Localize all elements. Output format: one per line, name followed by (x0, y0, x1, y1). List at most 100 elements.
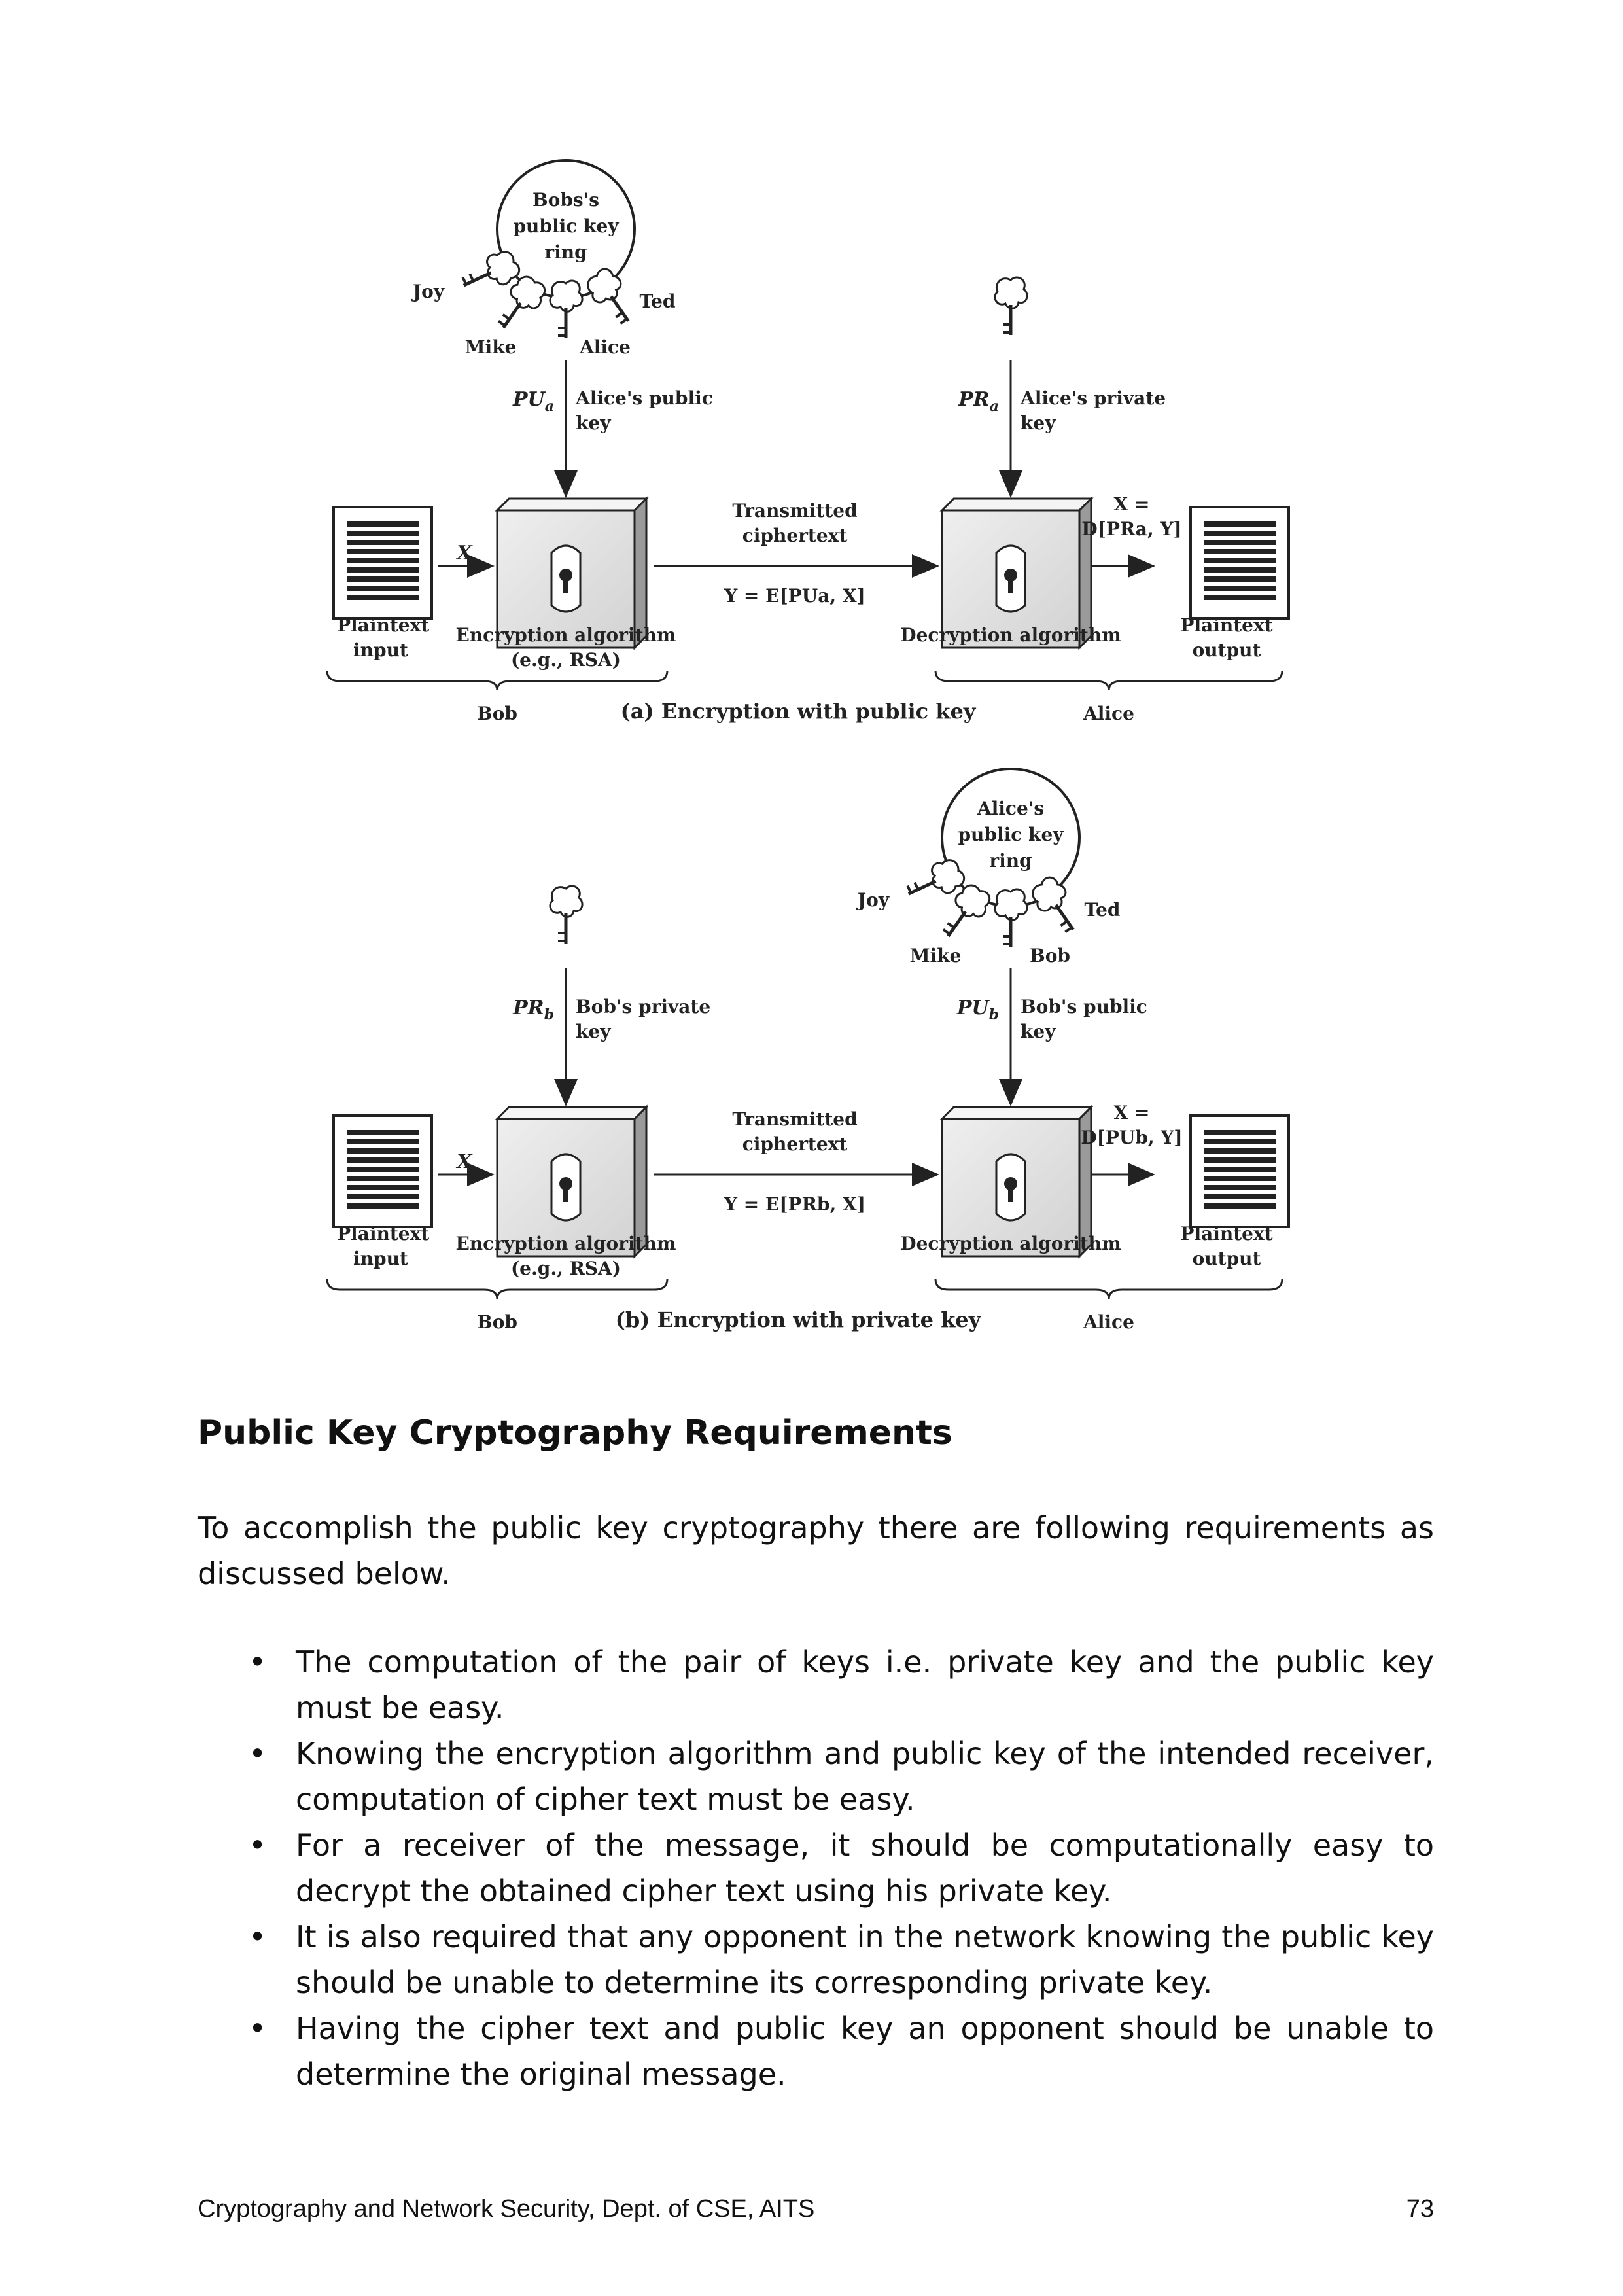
plaintext-output-document-icon (1189, 1114, 1290, 1228)
key-ring-title: Alice's (977, 798, 1044, 819)
key-icon (587, 268, 630, 325)
requirement-text: Having the cipher text and public key an… (296, 2011, 1434, 2092)
encryption-key-symbol: PUa (512, 388, 554, 415)
encryption-key-symbol: PRb (512, 997, 554, 1023)
ring-name-label: Mike (465, 336, 517, 358)
bullet: • (249, 1919, 267, 1954)
requirements-list: • The computation of the pair of keys i.e… (198, 1639, 1434, 2097)
right-party-label: Alice (1083, 703, 1134, 724)
output-formula: D[PRa, Y] (1081, 518, 1181, 540)
panel-caption: (a) Encryption with public key (621, 699, 977, 724)
plaintext-input-label: input (353, 639, 408, 661)
ring-name-label: Ted (639, 291, 675, 312)
transmitted-ciphertext-label: ciphertext (742, 1133, 848, 1155)
key-ring-title: public key (958, 824, 1064, 845)
key-icon (994, 276, 1028, 335)
alice-brace (934, 670, 1283, 691)
ciphertext-formula: Y = E[PUa, X] (724, 585, 865, 607)
encryption-algorithm-label: Encryption algorithm (455, 1233, 676, 1254)
ring-name-label: Mike (910, 945, 962, 966)
encryption-key-label: key (576, 1021, 611, 1042)
ciphertext-formula: Y = E[PRb, X] (724, 1193, 865, 1215)
plaintext-output-label: output (1193, 1248, 1261, 1269)
decryption-algorithm-label: Decryption algorithm (900, 1233, 1121, 1254)
transmitted-ciphertext-label: Transmitted (732, 500, 857, 521)
key-icon (942, 884, 991, 938)
decryption-key-label: key (1021, 412, 1056, 434)
key-icon (549, 885, 584, 944)
input-variable-label: X (455, 1150, 473, 1173)
keyhole-icon (1004, 1177, 1017, 1190)
plaintext-output-label: Plaintext (1180, 1223, 1272, 1245)
footer-course-title: Cryptography and Network Security, Dept.… (198, 2195, 815, 2223)
bullet: • (249, 1736, 267, 1771)
bob-brace (326, 670, 669, 691)
decryption-key-label: Alice's private (1020, 387, 1166, 409)
left-party-label: Bob (477, 1311, 517, 1333)
section-heading: Public Key Cryptography Requirements (198, 1413, 952, 1453)
bullet: • (249, 1828, 267, 1863)
left-party-label: Bob (477, 703, 517, 724)
decryption-key-symbol: PRa (958, 388, 999, 415)
key-ring-title: ring (989, 850, 1032, 872)
encryption-key-label: key (576, 412, 611, 434)
keyhole-icon (559, 1177, 572, 1190)
plaintext-input-label: Plaintext (337, 1223, 429, 1245)
encryption-algorithm-label: (e.g., RSA) (511, 1258, 621, 1279)
plaintext-input-label: input (353, 1248, 408, 1269)
decryption-key-label: Bob's public (1021, 996, 1147, 1017)
input-variable-label: X (455, 542, 473, 565)
key-icon (549, 279, 584, 338)
right-party-label: Alice (1083, 1311, 1134, 1333)
key-ring-title: ring (544, 241, 587, 263)
plaintext-output-label: Plaintext (1180, 614, 1272, 636)
encryption-algorithm-label: Encryption algorithm (455, 624, 676, 646)
ring-name-label: Bob (1030, 945, 1070, 966)
panel-caption: (b) Encryption with private key (616, 1307, 982, 1332)
key-icon (1032, 876, 1075, 934)
key-icon (497, 275, 546, 329)
intro-paragraph: To accomplish the public key cryptograph… (198, 1510, 1434, 1591)
ring-name-label: Joy (856, 889, 890, 911)
key-ring-title: Bobs's (532, 189, 599, 211)
requirement-text: Knowing the encryption algorithm and pub… (296, 1736, 1434, 1817)
list-item: • Having the cipher text and public key a… (198, 2005, 1434, 2097)
decryption-key-symbol: PUb (956, 997, 999, 1023)
requirement-text: It is also required that any opponent in… (296, 1919, 1434, 2000)
key-icon (461, 251, 521, 287)
plaintext-input-document-icon (332, 506, 433, 620)
encryption-algorithm-box (495, 496, 649, 650)
encryption-key-label: Alice's public (575, 387, 713, 409)
output-formula: X = (1114, 493, 1150, 515)
decryption-algorithm-label: Decryption algorithm (900, 624, 1121, 646)
key-ring-title: public key (513, 215, 619, 237)
output-formula: D[PUb, Y] (1081, 1127, 1182, 1148)
plaintext-input-label: Plaintext (337, 614, 429, 636)
list-item: • Knowing the encryption algorithm and pu… (198, 1731, 1434, 1822)
page-number: 73 (1406, 2195, 1434, 2223)
plaintext-output-label: output (1193, 639, 1261, 661)
encryption-algorithm-label: (e.g., RSA) (511, 649, 621, 671)
ring-name-label: Alice (579, 336, 631, 358)
plaintext-output-document-icon (1189, 506, 1290, 620)
keyhole-icon (559, 569, 572, 582)
requirement-text: The computation of the pair of keys i.e.… (296, 1644, 1434, 1725)
key-icon (994, 888, 1028, 947)
key-icon (906, 859, 966, 896)
keyhole-icon (1004, 569, 1017, 582)
encryption-algorithm-box (495, 1104, 649, 1259)
decryption-algorithm-box (939, 496, 1094, 650)
transmitted-ciphertext-label: Transmitted (732, 1108, 857, 1130)
bullet: • (249, 2011, 267, 2046)
plaintext-input-document-icon (332, 1114, 433, 1228)
ring-name-label: Ted (1084, 899, 1120, 921)
list-item: • For a receiver of the message, it shoul… (198, 1822, 1434, 1914)
requirement-text: For a receiver of the message, it should… (296, 1828, 1434, 1909)
alice-brace (934, 1279, 1283, 1299)
ring-name-label: Joy (411, 281, 445, 302)
